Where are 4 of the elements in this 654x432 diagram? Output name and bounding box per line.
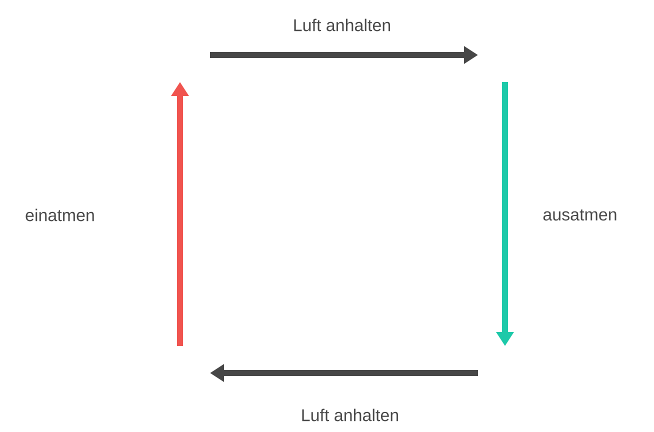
step-label: Luft anhalten: [302, 408, 398, 422]
step-label: Luft anhalten: [294, 18, 390, 32]
step-label: einatmen: [26, 208, 94, 222]
step-label: ausatmen: [543, 209, 616, 221]
